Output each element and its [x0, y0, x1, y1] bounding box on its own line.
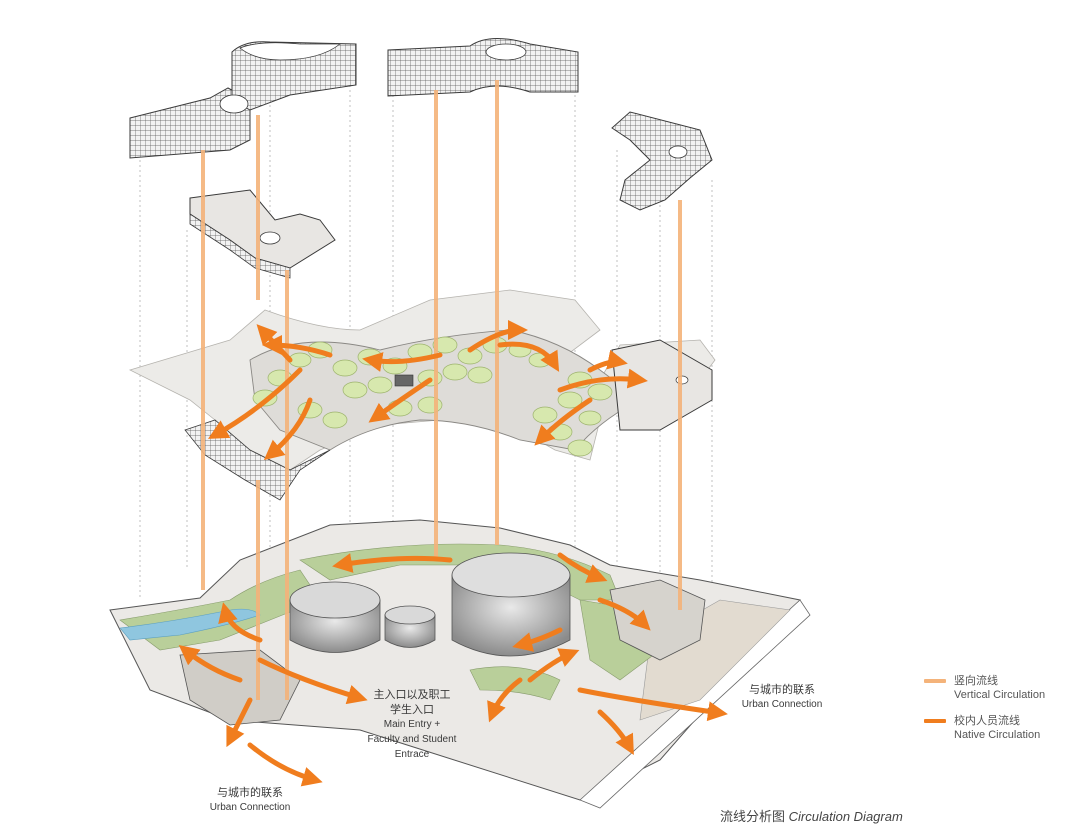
- native-arrow: [527, 648, 580, 683]
- native-arrow: [226, 697, 253, 748]
- main-entry-en-line2: Faculty and Student: [367, 734, 457, 745]
- legend-native-en: Native Circulation: [954, 729, 1041, 741]
- native-arrow: [512, 627, 563, 652]
- native-arrow: [497, 341, 560, 372]
- urban-bottom-zh: 与城市的联系: [217, 786, 283, 799]
- native-arrow: [467, 320, 528, 353]
- native-arrow: [362, 352, 443, 372]
- top-center-building: [387, 37, 579, 97]
- urban-connection-right-label: 与城市的联系 Urban Connection: [722, 682, 842, 712]
- native-arrow: [597, 597, 651, 631]
- main-entry-zh-line1: 主入口以及职工: [373, 688, 451, 701]
- native-arrow: [262, 335, 333, 358]
- main-entry-zh-line2: 学生入口: [390, 703, 434, 716]
- native-arrow: [487, 677, 523, 723]
- native-arrow: [557, 368, 648, 393]
- legend-native-zh: 校内人员流线: [954, 714, 1020, 727]
- main-entry-en-line1: Main Entry +: [383, 719, 441, 730]
- legend-native-swatch: [924, 719, 946, 723]
- native-arrow: [577, 687, 728, 722]
- native-arrow: [257, 657, 368, 705]
- glass-domes: [289, 552, 571, 657]
- legend-vertical: 竖向流线 Vertical Circulation: [924, 673, 1074, 705]
- native-arrow: [247, 742, 323, 787]
- legend-vertical-zh: 竖向流线: [954, 674, 998, 687]
- native-arrow: [587, 349, 628, 373]
- native-arrow: [557, 552, 608, 583]
- urban-right-en: Urban Connection: [741, 699, 823, 710]
- native-arrow: [597, 709, 634, 755]
- native-arrow: [263, 397, 313, 461]
- top-left-building: [129, 41, 357, 159]
- upper-wing-left: [189, 189, 336, 279]
- native-arrow: [218, 602, 263, 643]
- legend-native: 校内人员流线 Native Circulation: [924, 713, 1074, 745]
- legend-vertical-swatch: [924, 679, 946, 683]
- native-arrow: [332, 553, 453, 573]
- diagram-caption: 流线分析图 Circulation Diagram: [720, 806, 903, 825]
- caption-zh: 流线分析图: [720, 810, 786, 825]
- native-arrow: [534, 397, 593, 446]
- caption-en: Circulation Diagram: [788, 809, 903, 824]
- native-circulation: [178, 320, 728, 787]
- native-arrow: [368, 377, 433, 423]
- ground-site: [109, 519, 811, 809]
- urban-right-zh: 与城市的联系: [749, 683, 815, 696]
- urban-connection-bottom-label: 与城市的联系 Urban Connection: [190, 785, 310, 815]
- main-entry-label: 主入口以及职工 学生入口 Main Entry + Faculty and St…: [352, 687, 472, 762]
- vertical-circulation: [201, 80, 682, 700]
- native-arrow: [178, 645, 243, 683]
- main-entry-en-line3: Entrace: [394, 749, 430, 760]
- middle-platform: [128, 289, 716, 501]
- native-arrow: [208, 367, 303, 439]
- urban-bottom-en: Urban Connection: [209, 802, 291, 813]
- top-right-building: [611, 111, 713, 211]
- legend-vertical-en: Vertical Circulation: [954, 689, 1046, 701]
